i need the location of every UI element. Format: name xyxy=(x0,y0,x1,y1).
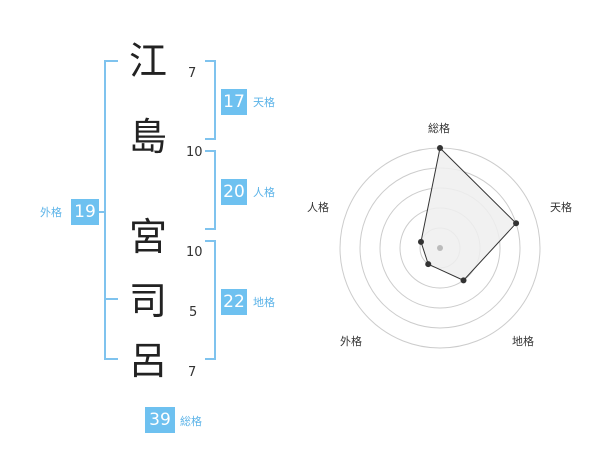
radar-axis-label-tenkaku: 天格 xyxy=(550,201,572,214)
name-char-3: 宮 xyxy=(128,215,167,259)
radar-point-2 xyxy=(460,277,467,284)
jinkaku-value-badge: 20 xyxy=(221,179,247,205)
soukaku-value-badge: 39 xyxy=(145,407,175,433)
radar-point-0 xyxy=(437,145,443,151)
stroke-count-4: 5 xyxy=(189,305,198,320)
soukaku-label: 総格 xyxy=(180,415,202,428)
jinkaku-bracket xyxy=(205,150,216,230)
stroke-count-2: 10 xyxy=(186,145,203,160)
radar-axis-label-chikaku: 地格 xyxy=(512,335,534,348)
radar-point-3 xyxy=(425,261,432,268)
gaikaku-connector xyxy=(98,211,106,213)
gaikaku-bracket xyxy=(104,60,118,360)
radar-series-area xyxy=(420,146,517,281)
gaikaku-value-badge: 19 xyxy=(71,199,99,225)
tenkaku-value-badge: 17 xyxy=(221,89,247,115)
stroke-count-1: 7 xyxy=(188,66,197,81)
gaikaku-bracket-tick xyxy=(104,298,118,300)
chikaku-label: 地格 xyxy=(253,296,275,309)
name-char-5: 呂 xyxy=(128,339,167,383)
radar-point-1 xyxy=(513,220,520,227)
chikaku-bracket xyxy=(205,240,216,360)
chikaku-value-badge: 22 xyxy=(221,289,247,315)
stroke-count-3: 10 xyxy=(186,245,203,260)
tenkaku-label: 天格 xyxy=(253,96,275,109)
radar-axis-label-gaikaku: 外格 xyxy=(340,335,362,348)
tenkaku-bracket xyxy=(205,60,216,140)
radar-center-dot xyxy=(437,245,443,251)
radar-axis-label-jinkaku: 人格 xyxy=(307,201,329,214)
name-char-2: 島 xyxy=(128,115,167,159)
radar-axis-label-soukaku: 総格 xyxy=(428,122,450,135)
name-char-1: 江 xyxy=(128,39,167,83)
radar-point-4 xyxy=(417,238,424,245)
name-char-4: 司 xyxy=(128,279,167,323)
gaikaku-label: 外格 xyxy=(40,206,62,219)
jinkaku-label: 人格 xyxy=(253,186,275,199)
stroke-count-5: 7 xyxy=(188,365,197,380)
